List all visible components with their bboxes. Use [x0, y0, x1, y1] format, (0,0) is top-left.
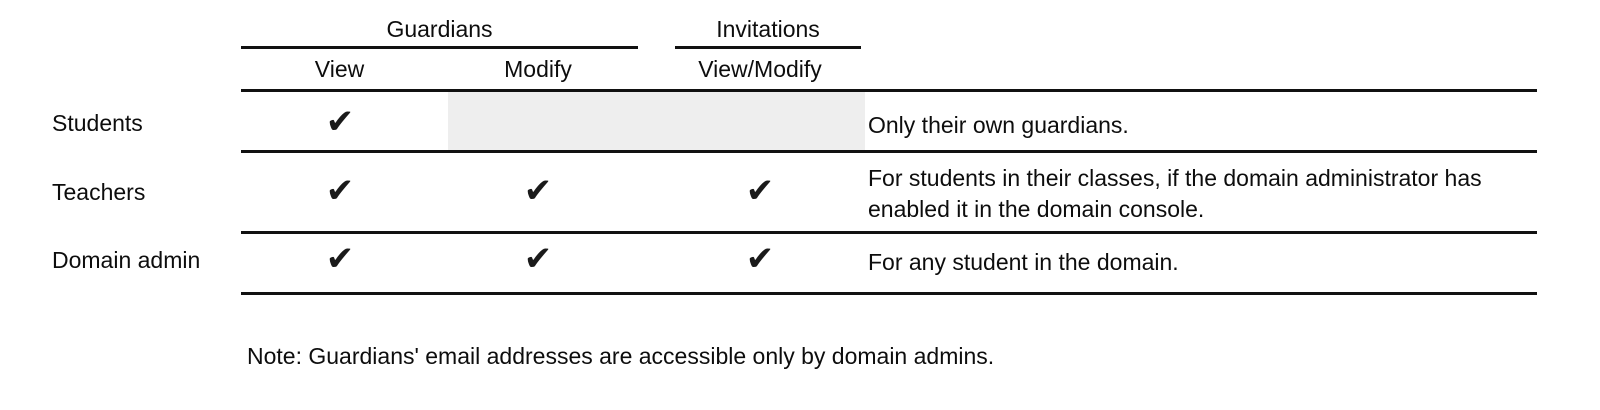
table-rule-row-2	[241, 231, 1537, 234]
table-rule-row-1	[241, 150, 1537, 153]
column-header-view-modify: View/Modify	[698, 56, 822, 82]
check-mark-icon-domain-admin-view: ✔	[325, 239, 355, 279]
column-group-header-guardians: Guardians	[386, 16, 493, 42]
cell-students-description: Only their own guardians.	[868, 112, 1129, 138]
row-header-students: Students	[52, 110, 143, 136]
table-rule-top	[241, 89, 1537, 92]
column-group-rule-invitations	[675, 46, 861, 49]
check-mark-icon-teachers-modify: ✔	[523, 171, 553, 211]
cell-teachers-description: For students in their classes, if the do…	[868, 165, 1482, 222]
row-header-domain-admin: Domain admin	[52, 247, 201, 273]
check-mark-icon-domain-admin-modify: ✔	[523, 239, 553, 279]
column-header-modify: Modify	[504, 56, 572, 82]
column-header-view: View	[314, 56, 365, 82]
column-group-rule-guardians	[241, 46, 638, 49]
cell-students-modify-disabled	[448, 92, 865, 150]
check-mark-icon-teachers-view: ✔	[325, 171, 355, 211]
check-mark-icon-teachers-invitations: ✔	[745, 171, 775, 211]
cell-domain-admin-description: For any student in the domain.	[868, 249, 1179, 275]
check-mark-icon-domain-admin-invitations: ✔	[745, 239, 775, 279]
column-group-header-invitations: Invitations	[716, 16, 820, 42]
table-rule-bottom	[241, 292, 1537, 295]
table-footnote: Note: Guardians' email addresses are acc…	[247, 343, 995, 369]
row-header-teachers: Teachers	[52, 179, 146, 205]
check-mark-icon-students-view: ✔	[325, 102, 355, 142]
